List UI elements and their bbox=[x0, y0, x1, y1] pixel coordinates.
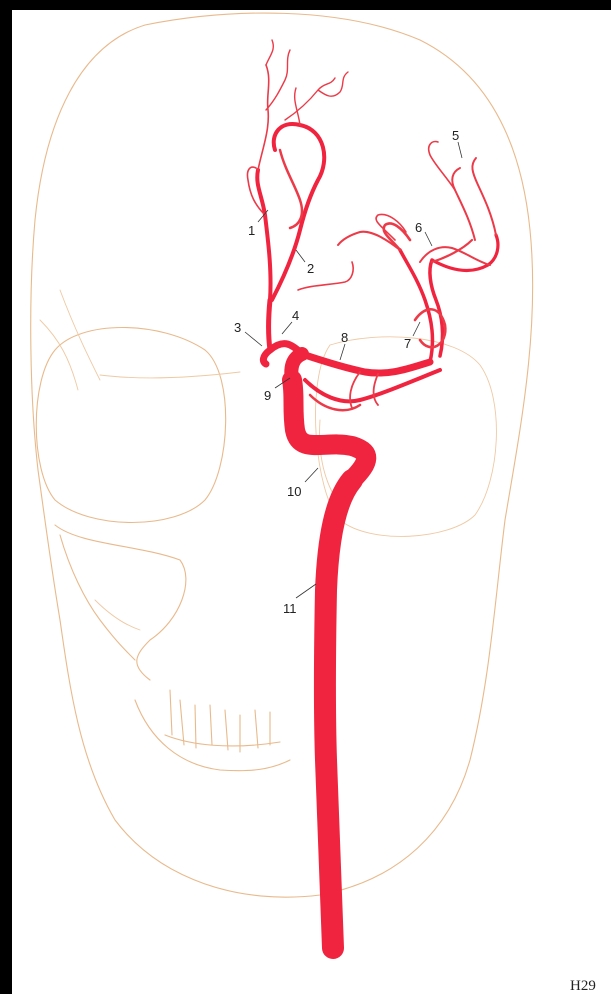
skull-outline bbox=[31, 13, 533, 897]
maxilla-line bbox=[60, 535, 135, 660]
plate-code: H29 bbox=[570, 978, 596, 994]
lower-mca-twig-b bbox=[374, 374, 379, 405]
zygomatic-arch bbox=[55, 525, 186, 680]
leader-2 bbox=[296, 250, 305, 262]
label-8: 8 bbox=[341, 330, 348, 345]
leader-6 bbox=[425, 232, 432, 246]
label-3: 3 bbox=[234, 320, 241, 335]
leader-4 bbox=[282, 322, 292, 334]
left-orbit bbox=[36, 328, 225, 523]
frontal-branch-c bbox=[266, 40, 290, 110]
common-carotid-artery bbox=[325, 480, 352, 948]
callosomarginal-branch bbox=[280, 150, 302, 228]
label-2: 2 bbox=[307, 261, 314, 276]
middle-cerebral-trunk bbox=[302, 354, 430, 373]
label-10: 10 bbox=[287, 484, 301, 499]
leader-5 bbox=[458, 142, 462, 158]
arterial-tree bbox=[247, 40, 497, 948]
nasal-line bbox=[95, 600, 140, 630]
label-11: 11 bbox=[283, 601, 297, 616]
leader-10 bbox=[305, 468, 318, 482]
leader-11 bbox=[296, 584, 316, 598]
insular-loop-b bbox=[384, 223, 410, 250]
label-9: 9 bbox=[264, 388, 271, 403]
label-6: 6 bbox=[415, 220, 422, 235]
numeric-labels: 1 2 3 4 5 6 7 8 9 10 11 bbox=[234, 128, 459, 616]
skull-outer-contour bbox=[31, 13, 533, 897]
mandible-contour bbox=[135, 700, 290, 771]
label-4: 4 bbox=[292, 308, 299, 323]
leader-3 bbox=[245, 332, 262, 346]
frontal-branch-b bbox=[258, 65, 269, 170]
label-1: 1 bbox=[248, 223, 255, 238]
frontal-branch-e bbox=[295, 88, 300, 125]
parietal-branch-b bbox=[452, 168, 475, 240]
anterior-cerebral-ascending bbox=[257, 170, 270, 300]
orbital-rim-line bbox=[40, 290, 240, 390]
parietal-branch-a bbox=[472, 158, 496, 235]
temporal-branch-a bbox=[432, 240, 472, 262]
teeth-upper bbox=[170, 690, 270, 752]
teeth-lower bbox=[165, 735, 280, 746]
leader-7 bbox=[413, 322, 420, 336]
artery-segment-4 bbox=[269, 300, 271, 350]
label-7: 7 bbox=[404, 336, 411, 351]
leader-8 bbox=[340, 344, 345, 360]
parietal-branch-c bbox=[429, 142, 455, 190]
label-5: 5 bbox=[452, 128, 459, 143]
